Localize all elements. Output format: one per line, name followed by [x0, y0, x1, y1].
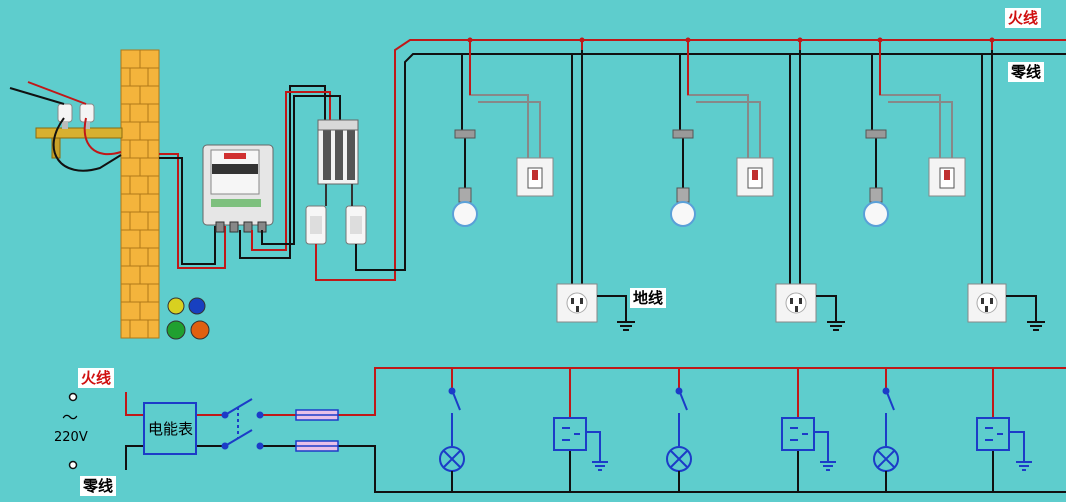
wall-to-meter-wires: [159, 153, 226, 269]
outlet-2-wires: [789, 40, 801, 288]
schematic-source: [68, 392, 78, 470]
service-drop-wires: [9, 81, 122, 172]
schematic-socket-3: [976, 368, 1032, 492]
lamp-branch-1: [461, 40, 541, 188]
outlet-3-wires: [981, 40, 993, 288]
label-live-schematic: 火线: [78, 368, 115, 388]
wall-switch-1: [516, 157, 554, 197]
lamp-branch-2: [679, 40, 761, 188]
ceiling-lamp-3: [863, 129, 889, 227]
lamp-branch-3: [871, 40, 953, 188]
energy-meter: [202, 144, 274, 233]
ground-3: [1006, 295, 1045, 331]
power-outlet-2: [775, 283, 817, 323]
ceiling-lamp-2: [670, 129, 696, 227]
schematic-lamp-2: [666, 368, 692, 492]
wall-switch-3: [928, 157, 966, 197]
outlet-1-wires: [571, 40, 583, 288]
meter-box-label: 电能表: [148, 420, 194, 438]
ground-2: [816, 295, 845, 331]
label-voltage: 220V: [54, 430, 88, 445]
brick-wall: [120, 49, 160, 339]
schematic-lamp-1: [439, 368, 465, 492]
ground-1: [597, 295, 635, 331]
schematic-lamp-3: [873, 368, 899, 492]
schematic-socket-1: [553, 368, 608, 492]
schematic-socket-2: [781, 368, 836, 492]
insulator-bracket: [35, 103, 123, 159]
power-outlet-3: [967, 283, 1007, 323]
wall-switch-2: [736, 157, 774, 197]
fuses: [305, 184, 367, 245]
ac-symbol: ～: [62, 408, 79, 427]
label-live-top: 火线: [1005, 8, 1042, 28]
indicator-lights: [166, 297, 210, 340]
bus-junctions: [467, 37, 995, 43]
power-outlet-1: [556, 283, 598, 323]
schematic-live-line: [125, 367, 1066, 416]
knife-switch: [317, 119, 359, 185]
meter-box-symbol: [143, 402, 197, 455]
label-neutral-top: 零线: [1008, 62, 1045, 82]
double-pole-switch: [221, 398, 264, 450]
ceiling-lamp-1: [452, 129, 478, 227]
meter-to-switch-wires: [239, 85, 341, 259]
label-neutral-schematic: 零线: [80, 476, 117, 496]
schematic-fuses: [295, 409, 339, 452]
schematic-neutral-line: [125, 445, 1066, 493]
label-ground: 地线: [630, 288, 667, 308]
switch-to-bus-wires: [315, 39, 1066, 281]
